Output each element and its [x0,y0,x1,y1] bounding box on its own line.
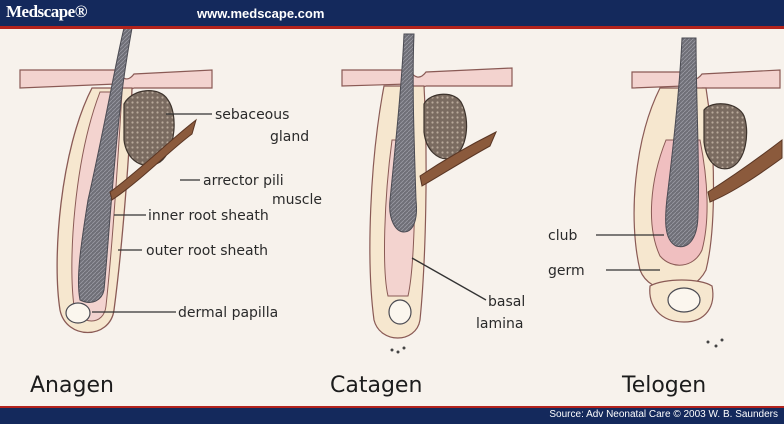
telogen-sebaceous-gland [704,104,747,169]
label-outer-root-sheath: outer root sheath [146,243,268,259]
label-germ: germ [548,263,585,279]
anagen-dermal-papilla [66,303,90,323]
telogen-follicle [632,38,782,348]
phase-title-anagen: Anagen [30,373,114,398]
label-club: club [548,228,577,244]
phase-title-telogen: Telogen [621,373,706,398]
phase-title-catagen: Catagen [330,373,422,398]
source-credit: Source: Adv Neonatal Care © 2003 W. B. S… [549,409,778,420]
medscape-logo[interactable]: Medscape® [6,2,87,22]
label-basal-1: basal [488,294,525,310]
label-sebaceous-2: gland [270,129,309,145]
catagen-dermal-papilla [389,300,411,324]
site-url-link[interactable]: www.medscape.com [197,6,324,21]
label-arrector-2: muscle [272,192,322,208]
catagen-sebaceous-gland [424,94,467,159]
footer-bar: Source: Adv Neonatal Care © 2003 W. B. S… [0,406,784,424]
label-arrector-1: arrector pili [203,173,284,189]
header-bar: Medscape® www.medscape.com [0,0,784,29]
telogen-dermal-papilla [668,288,700,312]
label-sebaceous-1: sebaceous [215,107,289,123]
label-dermal-papilla: dermal papilla [178,305,278,321]
catagen-follicle [342,34,512,354]
label-basal-2: lamina [476,316,523,332]
label-inner-root-sheath: inner root sheath [148,208,269,224]
catagen-skin-surface [342,68,512,89]
